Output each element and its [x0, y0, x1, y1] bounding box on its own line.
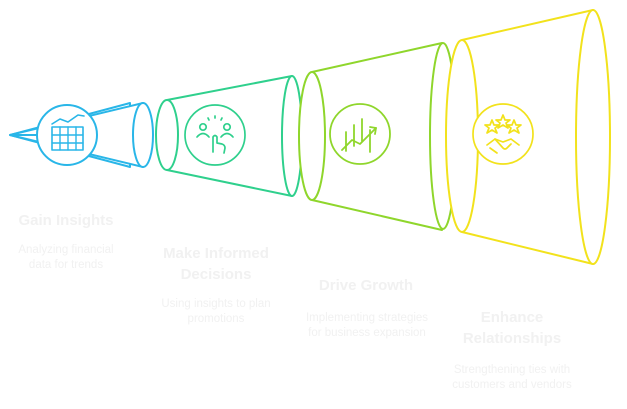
stage-3-description: Implementing strategies for business exp… [305, 312, 429, 339]
growth-trend-icon [329, 103, 391, 165]
financial-chart-icon [36, 104, 98, 166]
stage-3-title: Drive Growth [318, 277, 414, 294]
stage-4-description: Strengthening ties with customers and ve… [452, 364, 572, 391]
stage-1-description: Analyzing financial data for trends [18, 244, 114, 271]
stage-1-title: Gain Insights [18, 212, 114, 229]
stage-2-title: Make Informed Decisions [163, 245, 269, 283]
team-decision-icon [184, 104, 246, 166]
stage-2-description: Using insights to plan promotions [161, 298, 271, 325]
handshake-stars-icon [472, 103, 534, 165]
stage-4-title: Enhance Relationships [462, 309, 562, 347]
